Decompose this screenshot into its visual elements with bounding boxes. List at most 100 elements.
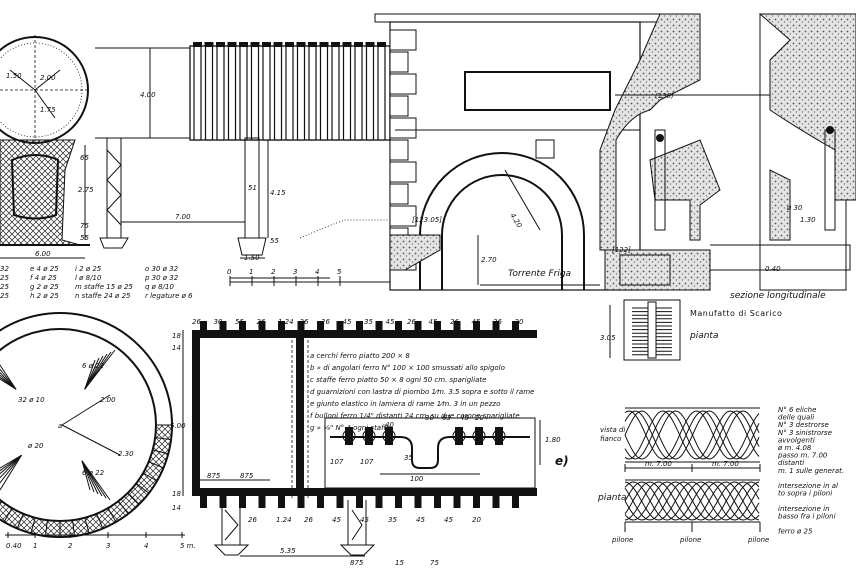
helix-side-curve <box>624 410 760 460</box>
svg-text:e 4 ø 25: e 4 ø 25 <box>30 265 59 273</box>
helix-plan-curve <box>624 481 760 521</box>
pier-base: 1.50 <box>244 254 260 262</box>
joint-bottom-dim: 45 <box>332 516 341 524</box>
helix-note: N° 3 destrorse <box>778 421 829 429</box>
helix-note: N° 3 sinistrorse <box>778 429 832 437</box>
scale-tick-label: 4 <box>315 268 319 276</box>
joint-bolt <box>395 496 402 508</box>
helix-note: intersezione in <box>778 505 830 513</box>
pipe-rib <box>308 45 317 141</box>
scale-tick-label: 1 <box>33 542 37 550</box>
quoin-stone <box>389 161 417 183</box>
ring-stirrup <box>148 461 164 469</box>
ring-stirrup <box>44 520 48 537</box>
joint-top-dim: 30 <box>214 318 223 326</box>
svg-text:g 2 ø 25: g 2 ø 25 <box>30 283 59 291</box>
pipe-rib-cap <box>285 42 294 47</box>
pipe-rib-cap <box>273 42 283 47</box>
pipe-rib <box>319 45 329 141</box>
scale-tick-label: 2 <box>271 268 276 276</box>
pipe-rib <box>227 45 237 141</box>
svg-text:i 2 ø 25: i 2 ø 25 <box>75 265 102 273</box>
circle-dim-3: 1.75 <box>40 106 56 114</box>
svg-text:875: 875 <box>240 472 254 480</box>
joint-left-dim-2: 14 <box>172 344 181 352</box>
ring-fan-bar <box>81 460 111 501</box>
pipe-rib <box>216 45 225 141</box>
svg-text:32: 32 <box>0 265 9 273</box>
joint-bolt <box>278 321 285 331</box>
joint-bolt <box>375 496 383 508</box>
joint-bolt <box>473 321 480 331</box>
svg-text:107: 107 <box>330 458 344 466</box>
ring-stirrup <box>96 513 104 529</box>
pier-width: 51 <box>248 184 257 192</box>
helix-side-curves <box>624 410 760 460</box>
svg-text:n staffe 24 ø 25: n staffe 24 ø 25 <box>75 292 131 300</box>
joint-bolt <box>453 321 461 331</box>
pylon-label-2: pilone <box>679 536 701 544</box>
joint-top-dim: 45 <box>386 318 395 326</box>
pipe-rib <box>377 45 386 141</box>
pier-foot: 55 <box>270 237 279 245</box>
scale-tick-label: 0 <box>227 268 232 276</box>
ring-stirrup <box>16 513 24 529</box>
section-dim-2: 0.40 <box>765 265 781 273</box>
quoin-stone <box>389 73 417 95</box>
river-label: Torrente Friga <box>508 269 571 279</box>
quoin-stone <box>389 117 417 139</box>
joint-top-dim: 45 <box>343 318 352 326</box>
support-piers: 7.00 4.15 55 51 1.50 <box>99 137 390 262</box>
ring-label-3: 2.00 <box>100 396 116 404</box>
helix-note: N° 6 eliche <box>778 406 816 414</box>
pipe-rib-cap <box>193 42 202 47</box>
ring-stirrup <box>84 517 90 534</box>
pipe-rib-cap <box>227 42 237 47</box>
discharge-heading: Manufatto di Scarico <box>690 309 782 318</box>
pipe-rib-cap <box>331 42 340 47</box>
joint-left-dim-5: 14 <box>172 504 181 512</box>
joint-bolt <box>453 496 461 508</box>
ring-fan-bar <box>84 349 116 390</box>
joint-left-dim-1: 18 <box>172 332 181 340</box>
joint-supports <box>213 500 376 556</box>
helix-side-curve <box>624 410 760 460</box>
joint-detail: 40 30 63 45 20 35 100 107 107 e) <box>324 414 569 489</box>
helix-plan-curve <box>624 481 760 521</box>
ring-stirrup <box>152 449 169 455</box>
pipe-diameter: ø 30 <box>786 204 803 212</box>
joint-bolt <box>317 496 324 508</box>
helix-side-curve <box>624 410 760 460</box>
svg-text:100: 100 <box>410 475 424 483</box>
ring-label-6: 6 ø 22 <box>82 469 105 477</box>
scale-tick-label: 3 <box>293 268 297 276</box>
svg-text:20: 20 <box>475 414 484 422</box>
joint-bolt <box>336 496 344 508</box>
joint-bolt <box>434 321 441 331</box>
joint-bolt <box>239 321 246 331</box>
pipe-rib-cap <box>239 42 248 47</box>
pipe-rib <box>296 45 306 141</box>
detail-bolt-ring <box>472 429 486 443</box>
pipe-rib <box>193 45 202 141</box>
joint-bolt <box>414 496 422 508</box>
scale-tick-label: 0.40 <box>6 542 22 550</box>
joint-bolt <box>512 496 519 508</box>
joint-right-dim-1: 8.20 <box>520 330 536 338</box>
svg-text:f bulloni ferro 1/4" distanti: f bulloni ferro 1/4" distanti 24 cm. su … <box>310 412 520 420</box>
joint-top-dim: 1.24 <box>278 318 294 326</box>
quoin-stone <box>389 29 417 51</box>
joint-bottom-bolts <box>200 496 519 508</box>
joint-bolt <box>375 321 383 331</box>
side-view-label-2: fianco <box>600 435 621 443</box>
ribbed-pipe-elevation: 4.00 <box>95 42 391 141</box>
detail-bolt <box>385 427 393 445</box>
joint-top-dim: 26 <box>407 318 416 326</box>
pier-span: 7.00 <box>175 213 191 221</box>
joint-top-dim: 45 <box>429 318 438 326</box>
joint-top-dim: 26 <box>192 318 201 326</box>
helix-plan-curve <box>624 481 760 521</box>
detail-bolt-ring <box>382 429 396 443</box>
detail-bolt <box>495 427 503 445</box>
